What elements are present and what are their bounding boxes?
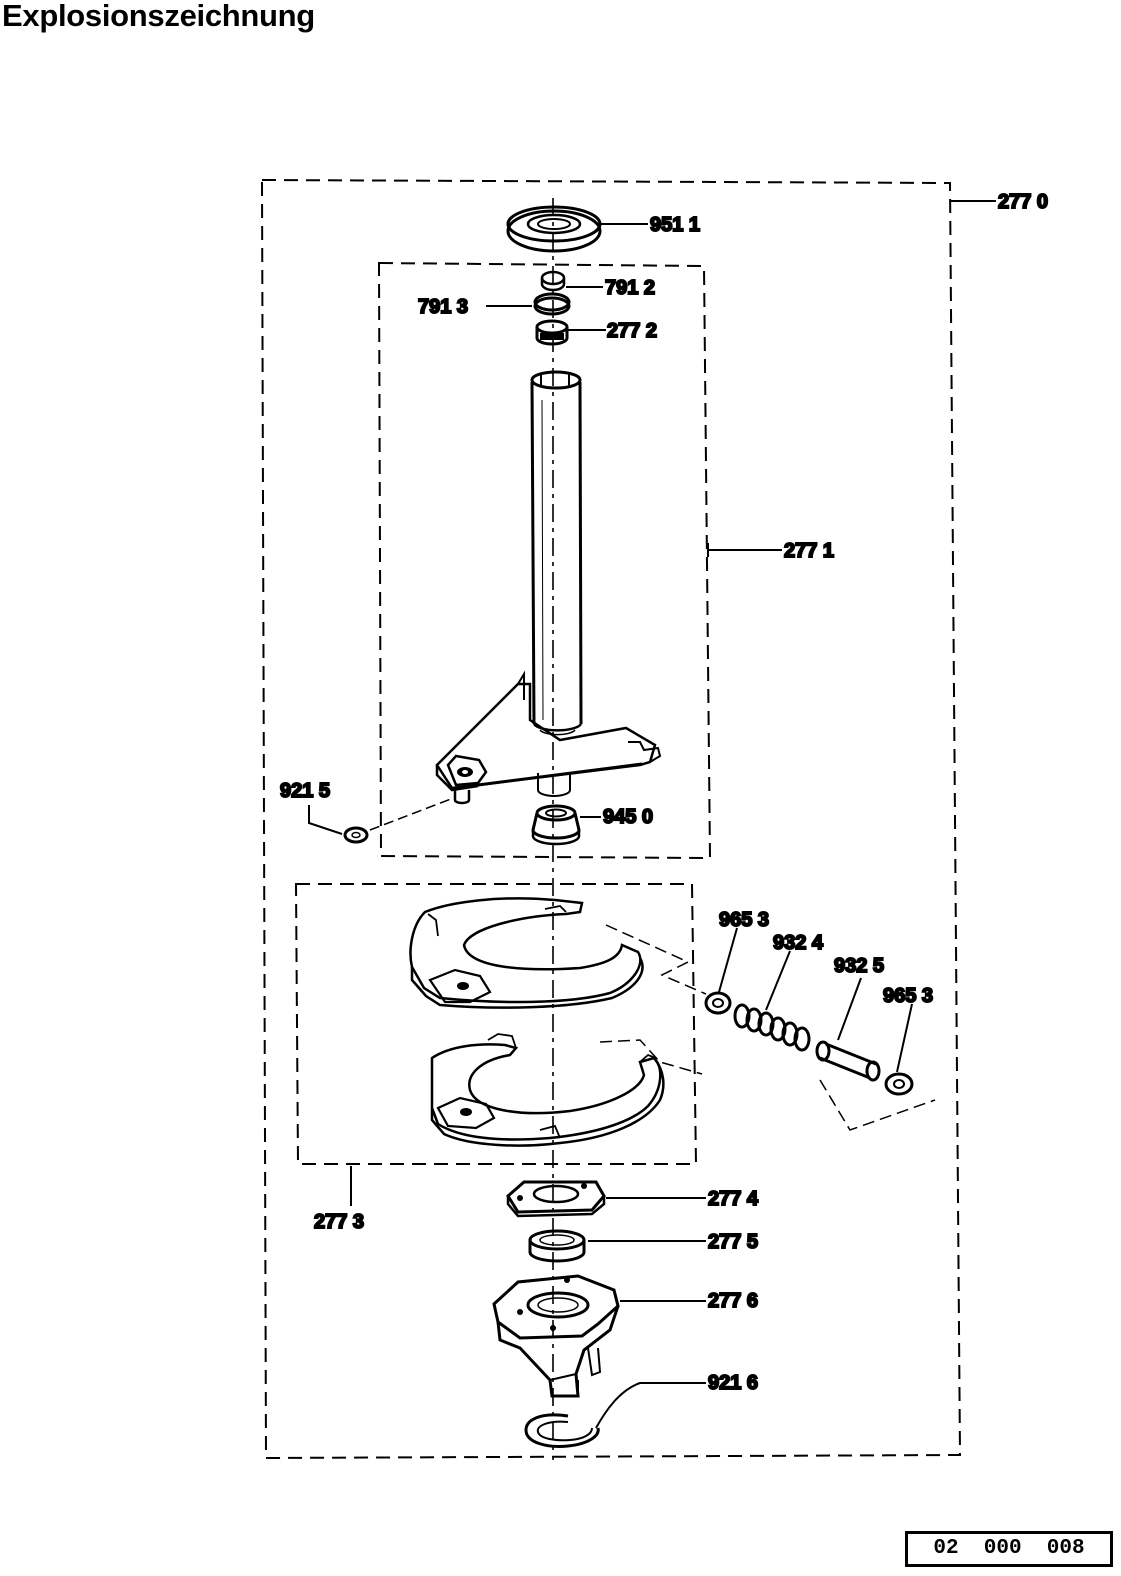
- assembly-box-2771: [377, 261, 712, 860]
- part-7913-ring: [533, 292, 571, 316]
- label-9653-right: 965 3: [883, 985, 933, 1007]
- part-2775-collar: [528, 1229, 586, 1263]
- part-9324-spring: [733, 1003, 811, 1052]
- part-7912-nut: [540, 270, 566, 292]
- part-2773-upper-half-ring: [409, 897, 644, 1009]
- part-9215-washer: [343, 796, 457, 844]
- label-9324: 932 4: [773, 932, 824, 954]
- label-2775: 277 5: [708, 1231, 758, 1253]
- part-9450-bushing: [531, 804, 581, 846]
- part-9653-washer-left: [704, 991, 732, 1015]
- part-2772-bushing: [535, 319, 569, 346]
- label-9325: 932 5: [834, 955, 884, 977]
- part-2771-base-plate: [435, 670, 662, 805]
- label-9450: 945 0: [603, 806, 653, 828]
- label-7913: 791 3: [418, 296, 468, 318]
- label-9511: 951 1: [650, 214, 700, 236]
- part-9511-washer: [506, 205, 602, 253]
- spring-assembly-leader: [599, 924, 936, 1131]
- label-2776: 277 6: [708, 1290, 758, 1312]
- document-number-box: 02 000 008: [905, 1531, 1113, 1567]
- label-9653-left: 965 3: [719, 909, 769, 931]
- part-9216-circlip: [524, 1413, 600, 1448]
- label-2773: 277 3: [314, 1211, 364, 1233]
- label-2774: 277 4: [708, 1188, 759, 1210]
- label-2771: 277 1: [784, 540, 834, 562]
- label-9216: 921 6: [708, 1372, 758, 1394]
- page-title: Explosionszeichnung: [2, 0, 315, 33]
- part-2774-flange: [506, 1180, 606, 1218]
- part-9653-washer-right: [884, 1072, 914, 1096]
- part-2776-bracket: [492, 1274, 620, 1398]
- part-2771-shaft: [530, 370, 583, 736]
- label-2770: 277 0: [998, 191, 1048, 213]
- label-7912: 791 2: [605, 277, 655, 299]
- part-9325-pin: [815, 1040, 881, 1082]
- assembly-box-2773: [294, 883, 698, 1165]
- part-2773-lower-half-ring: [430, 1033, 665, 1147]
- assembly-box-2770: [260, 178, 962, 1460]
- label-2772: 277 2: [607, 320, 657, 342]
- label-9215: 921 5: [280, 780, 330, 802]
- leader-lines: [308, 200, 996, 1429]
